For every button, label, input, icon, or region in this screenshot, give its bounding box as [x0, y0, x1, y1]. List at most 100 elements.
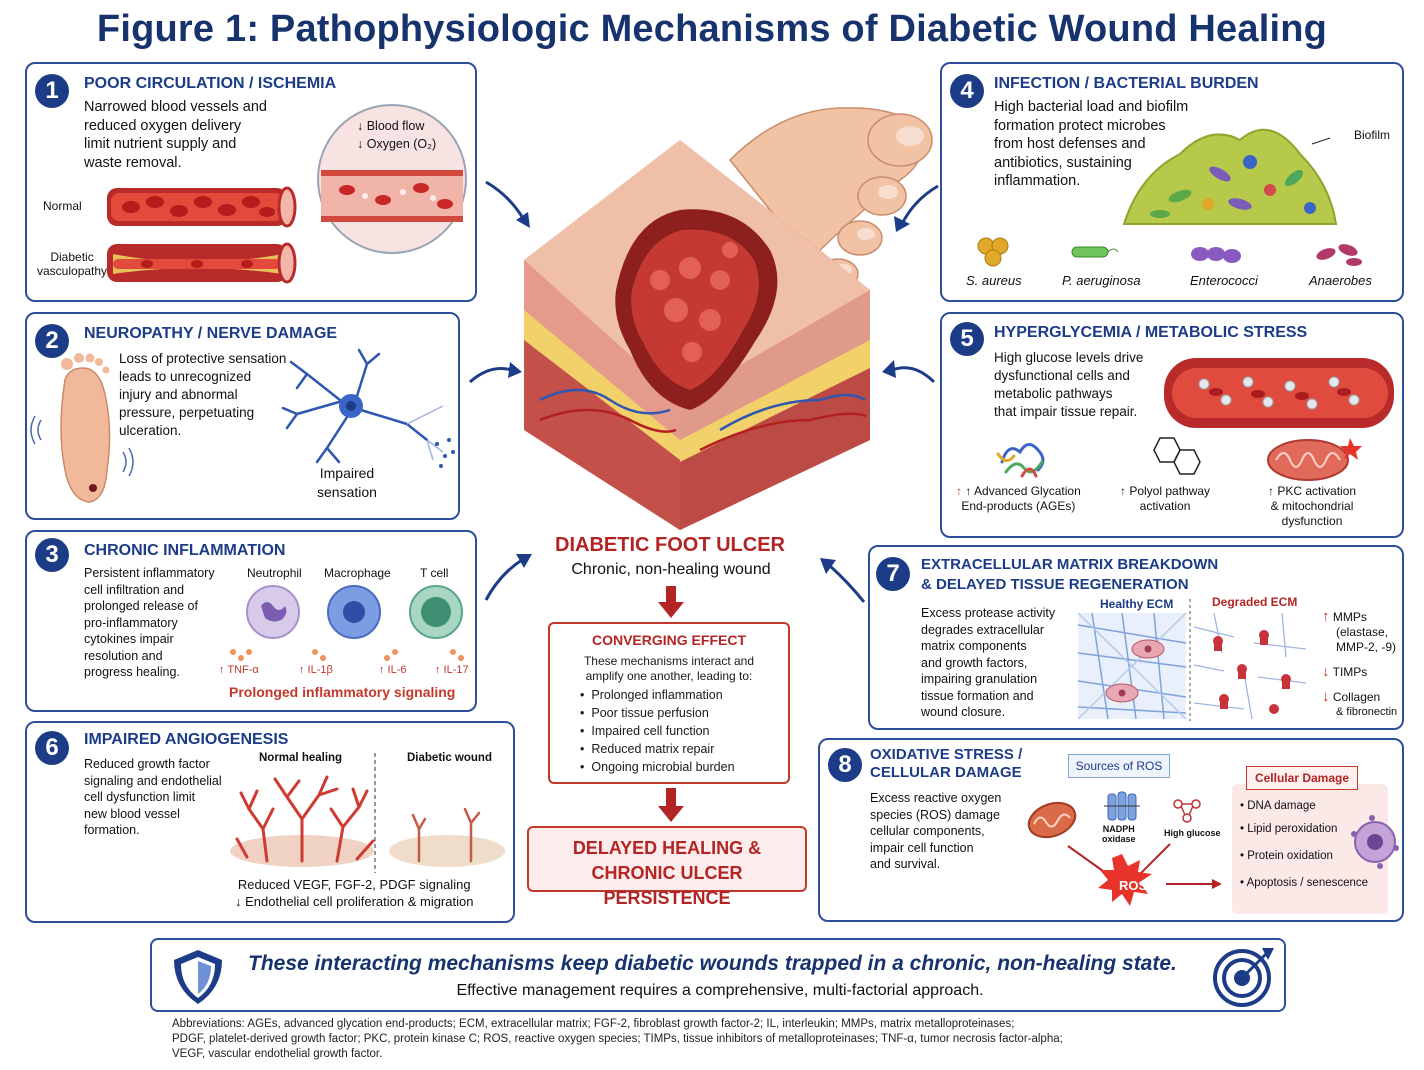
- panel-infection: 4 INFECTION / BACTERIAL BURDEN High bact…: [940, 62, 1404, 302]
- diabetic-vessel-network: [389, 807, 505, 867]
- target-icon: [1213, 948, 1274, 1007]
- panel-neuropathy: 2 NEUROPATHY / NERVE DAMAGE Loss of prot…: [25, 312, 460, 520]
- panel-chronic-inflammation: 3 CHRONIC INFLAMMATION Persistent inflam…: [25, 530, 477, 712]
- label-s-aureus: S. aureus: [966, 273, 1022, 288]
- label-il-17: ↑ IL-17: [435, 664, 469, 676]
- list-item: Impaired cell function: [580, 722, 788, 740]
- p-aeruginosa-icon: [1071, 246, 1119, 258]
- diabetic-vessel-illustration: [107, 242, 297, 284]
- damage-item-lipid: • Lipid peroxidation: [1240, 823, 1338, 835]
- ros-sources-box: Sources of ROS: [1068, 754, 1170, 778]
- marker-mmps: ↑ MMPs (elastase, MMP-2, -9): [1322, 608, 1396, 654]
- label-growth-factor-signaling: Reduced VEGF, FGF-2, PDGF signaling↓ End…: [235, 877, 474, 909]
- neutrophil-icon: [246, 585, 300, 639]
- foot-sole-icon: [30, 353, 134, 503]
- mitochondria-ros-icon: [1027, 801, 1077, 839]
- label-p-aeruginosa: P. aeruginosa: [1062, 273, 1141, 288]
- label-il-1-beta: ↑ IL-1β: [299, 664, 333, 676]
- damage-item-protein: • Protein oxidation: [1240, 850, 1333, 862]
- label-neutrophil: Neutrophil: [247, 566, 302, 580]
- panel-heading: POOR CIRCULATION / ISCHEMIA: [84, 75, 337, 92]
- panel-oxidative-stress: 8 OXIDATIVE STRESS /CELLULAR DAMAGE Exce…: [818, 738, 1404, 922]
- label-ros: ROS: [1119, 878, 1148, 893]
- panel-heading: IMPAIRED ANGIOGENESIS: [84, 731, 289, 748]
- damage-item-dna: • DNA damage: [1240, 800, 1316, 812]
- panel-heading: CHRONIC INFLAMMATION: [84, 542, 286, 559]
- panel-number: 7: [876, 557, 910, 591]
- panel-impaired-angiogenesis: 6 IMPAIRED ANGIOGENESIS Reduced growth f…: [25, 721, 515, 923]
- list-item: Ongoing microbial burden: [580, 758, 788, 776]
- label-normal: Normal: [43, 199, 82, 213]
- list-item: Prolonged inflammation: [580, 686, 788, 704]
- label-t-cell: T cell: [420, 566, 449, 580]
- arrow-from-panel-5: [882, 360, 936, 384]
- macrophage-icon: [327, 585, 381, 639]
- label-enterococci: Enterococci: [1190, 273, 1258, 288]
- divider-dashed: [374, 753, 376, 873]
- panel-number: 3: [35, 538, 69, 572]
- arrow-from-panel-1: [485, 180, 530, 228]
- foot-ulcer-illustration: [524, 107, 933, 530]
- arrow-from-panel-2: [468, 362, 522, 384]
- label-oxygen: ↓ Oxygen (O₂): [357, 137, 437, 151]
- s-aureus-icon: [977, 237, 1009, 267]
- panel-heading: NEUROPATHY / NERVE DAMAGE: [84, 325, 338, 342]
- label-healthy-ecm: Healthy ECM: [1100, 597, 1174, 611]
- arrow-from-panel-3: [484, 554, 532, 601]
- label-biofilm: Biofilm: [1354, 128, 1391, 142]
- banner-sub-text: Effective management requires a comprehe…: [456, 982, 984, 999]
- t-cell-icon: [409, 585, 463, 639]
- neuron-icon: [281, 348, 455, 468]
- converging-effect-list: Prolonged inflammation Poor tissue perfu…: [580, 686, 788, 776]
- ecm-divider: [1189, 599, 1191, 721]
- panel-hyperglycemia: 5 HYPERGLYCEMIA / METABOLIC STRESS High …: [940, 312, 1404, 538]
- converging-effect-title: CONVERGING EFFECT: [591, 632, 746, 648]
- label-normal-healing: Normal healing: [259, 752, 343, 764]
- ulcer-subtitle: Chronic, non-healing wound: [571, 561, 771, 578]
- panel-heading: EXTRACELLULAR MATRIX BREAKDOWN& DELAYED …: [921, 556, 1219, 593]
- mitochondria-icon: [1267, 438, 1362, 481]
- panel-heading: HYPERGLYCEMIA / METABOLIC STRESS: [994, 324, 1308, 341]
- marker-timps: ↓ TIMPs: [1322, 663, 1368, 680]
- polyol-molecule-icon: [1153, 437, 1201, 475]
- summary-banner: These interacting mechanisms keep diabet…: [150, 938, 1286, 1012]
- converging-effect-box: CONVERGING EFFECT These mechanisms inter…: [548, 622, 790, 784]
- label-il-6: ↑ IL-6: [379, 664, 407, 676]
- panel-number: 1: [35, 74, 69, 108]
- label-blood-flow: ↓ Blood flow: [357, 119, 425, 133]
- glucose-vessel-illustration: [1164, 358, 1394, 428]
- panel-heading: INFECTION / BACTERIAL BURDEN: [994, 75, 1259, 92]
- ros-burst-icon: [1067, 843, 1222, 906]
- degraded-ecm-mesh: [1193, 612, 1307, 720]
- panel-poor-circulation: 1 POOR CIRCULATION / ISCHEMIA Narrowed b…: [25, 62, 477, 302]
- damaged-cell-icon: [1351, 815, 1399, 869]
- normal-vessel-network: [230, 775, 375, 867]
- label-tnf-alpha: ↑ TNF-α: [219, 664, 259, 676]
- biofilm-illustration: [1122, 128, 1338, 225]
- high-glucose-icon: [1173, 799, 1201, 823]
- damage-item-apoptosis: • Apoptosis / senescence: [1240, 877, 1369, 889]
- label-macrophage: Macrophage: [324, 566, 391, 580]
- panel-heading: OXIDATIVE STRESS /CELLULAR DAMAGE: [870, 746, 1023, 781]
- healthy-ecm-mesh: [1077, 612, 1187, 720]
- list-item: Poor tissue perfusion: [580, 704, 788, 722]
- arrow-down-to-outcome: [658, 788, 684, 822]
- label-anaerobes: Anaerobes: [1309, 273, 1372, 288]
- arrow-from-panel-4: [894, 184, 939, 232]
- panel-number: 4: [950, 74, 984, 108]
- panel-number: 5: [950, 322, 984, 356]
- label-diabetic-wound: Diabetic wound: [407, 752, 492, 764]
- panel-number: 6: [35, 731, 69, 765]
- enterococci-icon: [1191, 247, 1241, 263]
